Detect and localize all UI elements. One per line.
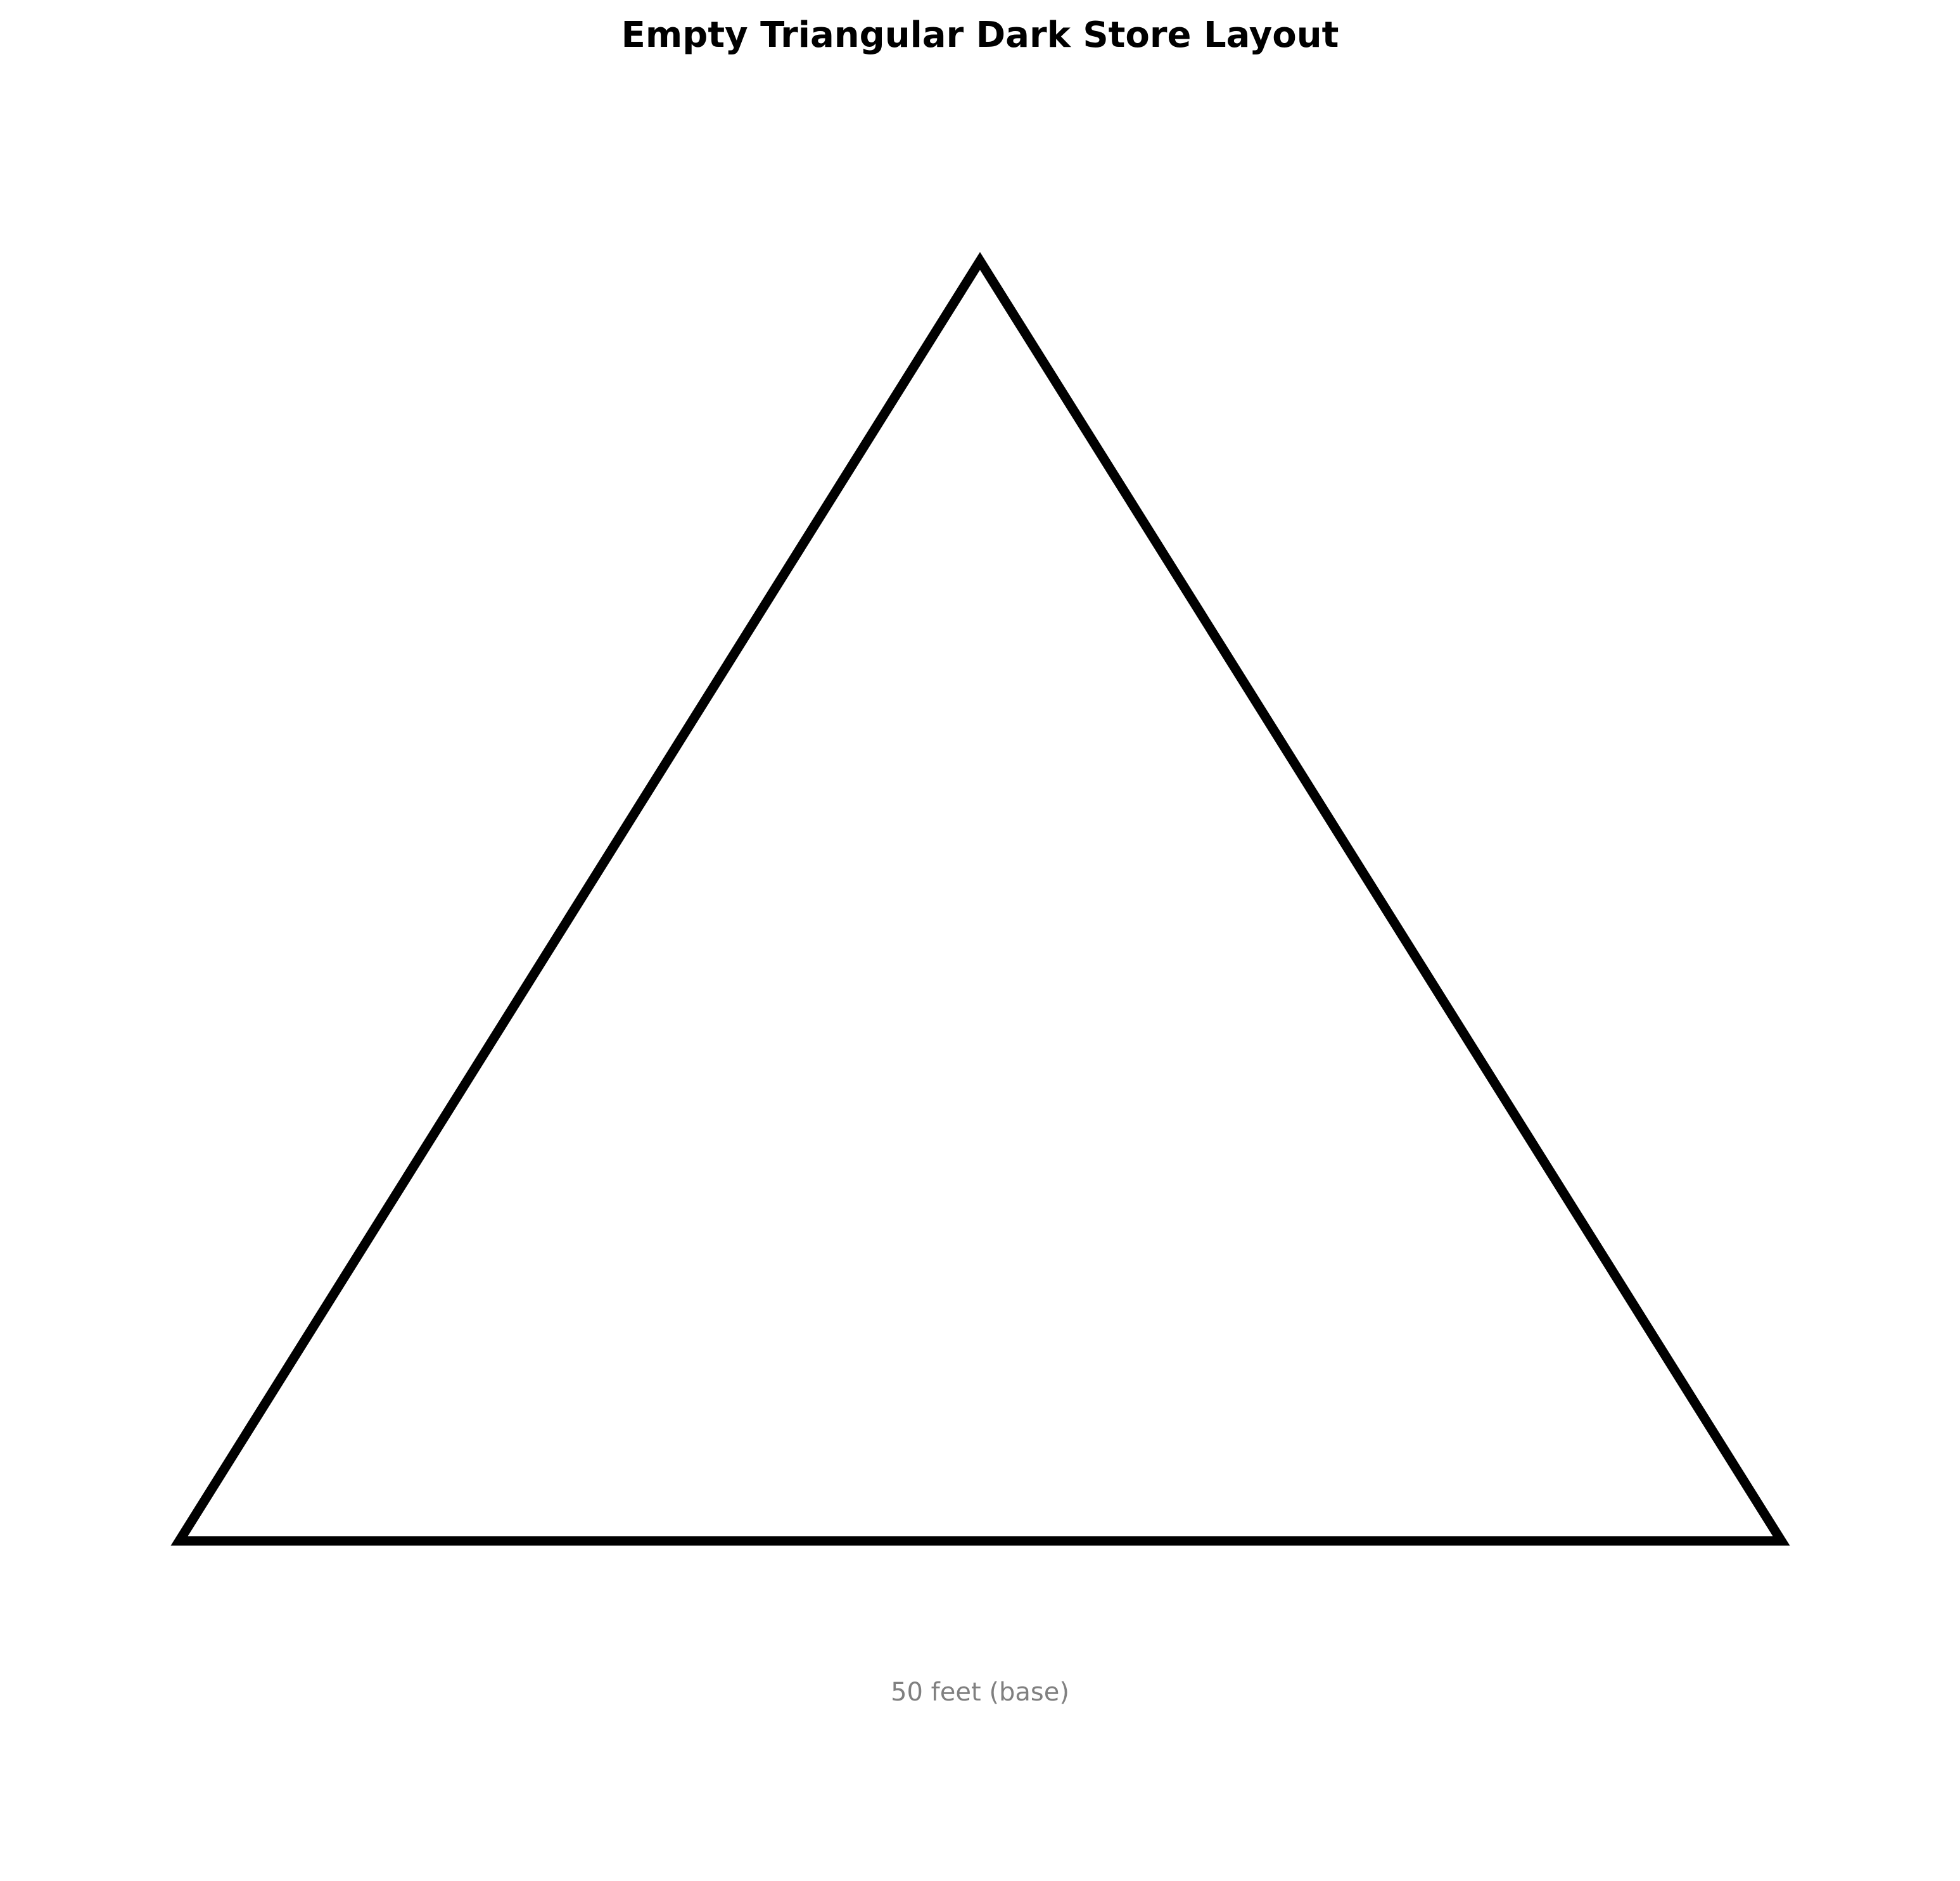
base-dimension-label: 50 feet (base) [891,1678,1069,1707]
triangular-store-outline [170,251,1790,1546]
diagram-title: Empty Triangular Dark Store Layout [621,15,1339,56]
